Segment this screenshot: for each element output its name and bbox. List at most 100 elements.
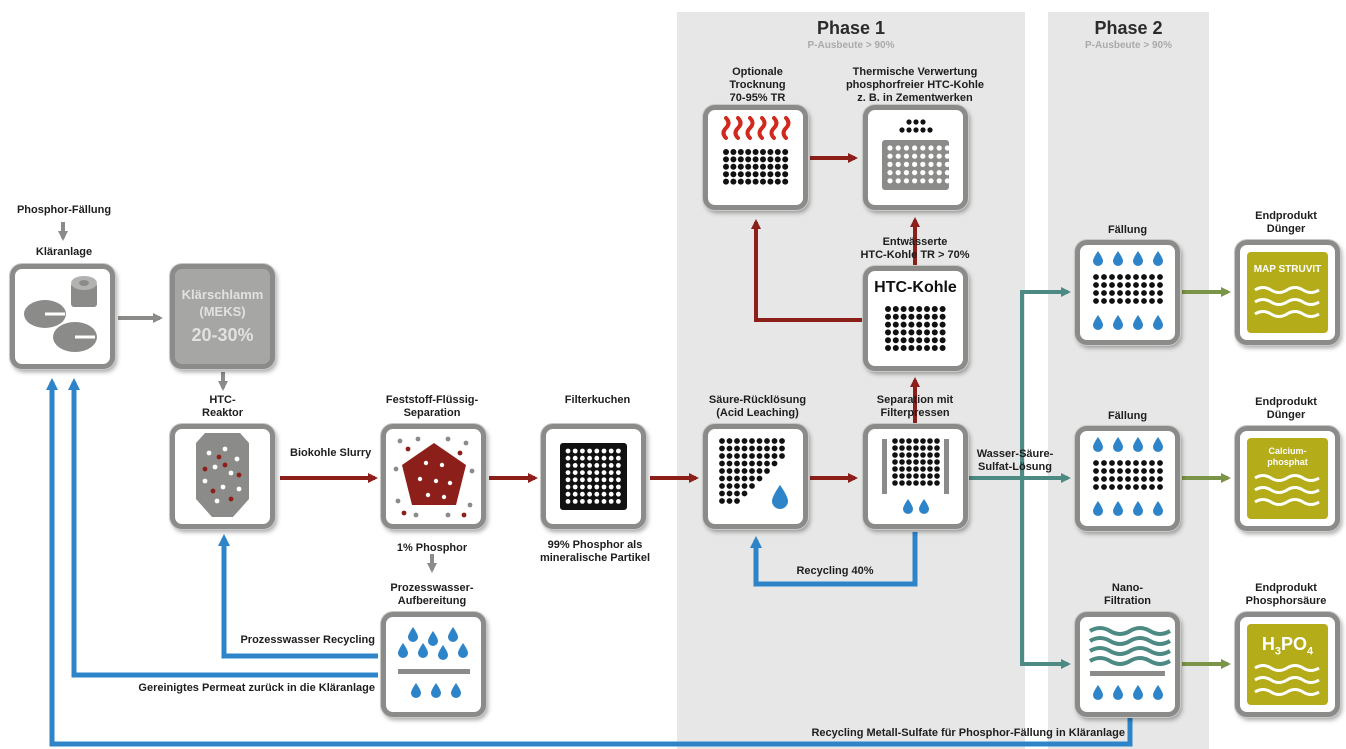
particle-dot	[906, 480, 912, 486]
phosphor-faellung-label: Phosphor-Fällung	[16, 204, 112, 216]
particle-dot	[1101, 298, 1107, 304]
particle-dot	[580, 484, 585, 490]
particle-dot	[903, 153, 909, 159]
particle-dot	[572, 455, 578, 461]
endprodukt-a-label-1: Endprodukt	[1255, 210, 1317, 222]
particle-dot	[1117, 468, 1123, 474]
particle-dot	[741, 475, 748, 482]
particle-dot	[924, 345, 930, 351]
particle-dot	[774, 149, 781, 155]
particle-dot	[1101, 290, 1107, 296]
particle-dot	[608, 477, 614, 483]
thermisch-label-2: phosphorfreier HTC-Kohle	[845, 79, 985, 91]
entwaessert-label-2: HTC-Kohle TR > 70%	[860, 249, 970, 261]
particle-dot	[601, 470, 607, 475]
particle-dot	[1157, 290, 1163, 296]
ein-prozent-phosphor-label: 1% Phosphor	[396, 542, 468, 554]
particle-dot	[565, 491, 571, 497]
particle-dot	[1093, 274, 1099, 280]
particle-dot	[774, 156, 781, 163]
particle-dot	[927, 480, 933, 486]
particle-dot	[912, 170, 918, 176]
particle-dot	[920, 161, 926, 167]
particle-dot	[616, 470, 621, 475]
particle-dot	[1141, 468, 1147, 474]
particle-dot	[587, 455, 592, 461]
particle-dot	[939, 337, 946, 344]
blue-arrows	[46, 378, 1133, 747]
saeure-label-2: (Acid Leaching)	[716, 407, 799, 419]
saeure-label-1: Säure-Rücklösung	[708, 394, 807, 406]
separation-pentagon-icon	[393, 436, 475, 518]
biokohle-slurry-label: Biokohle Slurry	[290, 447, 372, 459]
particle-dot	[1133, 468, 1139, 474]
particle-dot	[1093, 476, 1099, 482]
precipitation-icon-b	[1093, 437, 1163, 516]
recycling-metall-label: Recycling Metall-Sulfate für Phosphor-Fä…	[811, 727, 1125, 739]
filter-press-icon	[882, 438, 949, 514]
particle-dot	[782, 163, 789, 170]
particle-dot	[608, 491, 614, 497]
particle-dot	[944, 178, 950, 184]
particle-dot	[920, 466, 926, 472]
particle-dot	[944, 145, 950, 151]
particle-dot	[756, 453, 763, 459]
faellung-b-box	[1075, 426, 1180, 531]
particle-dot	[594, 484, 600, 490]
water-drop	[1133, 501, 1143, 516]
particle-dot	[899, 459, 905, 465]
drying-heat-icon	[721, 116, 791, 185]
faellung-a-box	[1075, 240, 1180, 345]
phase-2-subtitle: P-Ausbeute > 90%	[1085, 40, 1172, 51]
particle-dot	[1117, 484, 1123, 490]
faellung-a-label: Fällung	[1107, 224, 1148, 236]
particle-dot	[892, 452, 898, 458]
particle-dot	[906, 459, 912, 465]
particle-dot	[741, 483, 748, 489]
particle-dot	[1157, 298, 1163, 304]
separation-label-1: Separation mit	[876, 394, 954, 406]
particle-dot	[892, 337, 899, 344]
water-drop	[1153, 437, 1163, 452]
particle-dot	[892, 473, 898, 479]
particle-dot	[752, 149, 759, 155]
particle-dot	[1117, 460, 1123, 466]
particle-dot	[939, 321, 946, 328]
particle-dot	[779, 445, 785, 452]
trocknung-box	[703, 105, 808, 210]
particle-dot	[760, 171, 766, 178]
filterkuchen-box	[541, 424, 646, 529]
particle-dot	[737, 163, 744, 170]
particle-dot	[734, 475, 740, 482]
particle-dot	[601, 448, 607, 454]
particle-dot	[913, 473, 919, 479]
particle-dot	[906, 473, 912, 479]
water-drop	[1093, 315, 1103, 330]
htc-coal-icon	[885, 306, 946, 351]
h3po4-h: H	[1261, 634, 1275, 654]
acid-leaching-icon	[719, 438, 788, 509]
klaeranlage-label: Kläranlage	[35, 246, 93, 258]
h3po4-sub-3: 3	[1274, 645, 1281, 658]
filterkuchen-label: Filterkuchen	[564, 394, 631, 406]
particle-dot	[726, 460, 733, 467]
particle-dot	[906, 445, 912, 451]
particle-dot	[1117, 282, 1123, 288]
particle-dot	[572, 499, 578, 504]
particle-dot	[1101, 274, 1107, 280]
particle-dot	[726, 468, 733, 474]
particle-dot	[752, 171, 759, 178]
particle-dot	[895, 145, 901, 151]
filterkuchen-note-1: 99% Phosphor als	[547, 539, 643, 551]
water-drop	[1093, 251, 1103, 266]
particle-dot	[572, 448, 578, 454]
particle-dot	[601, 484, 607, 490]
particle-dot	[916, 345, 923, 351]
particle-dot	[924, 329, 930, 336]
particle-dot	[892, 306, 899, 312]
particle-dot	[1149, 290, 1155, 296]
particle-dot	[745, 156, 752, 163]
particle-dot	[920, 178, 926, 184]
particle-dot	[899, 445, 905, 451]
particle-dot	[1141, 282, 1147, 288]
